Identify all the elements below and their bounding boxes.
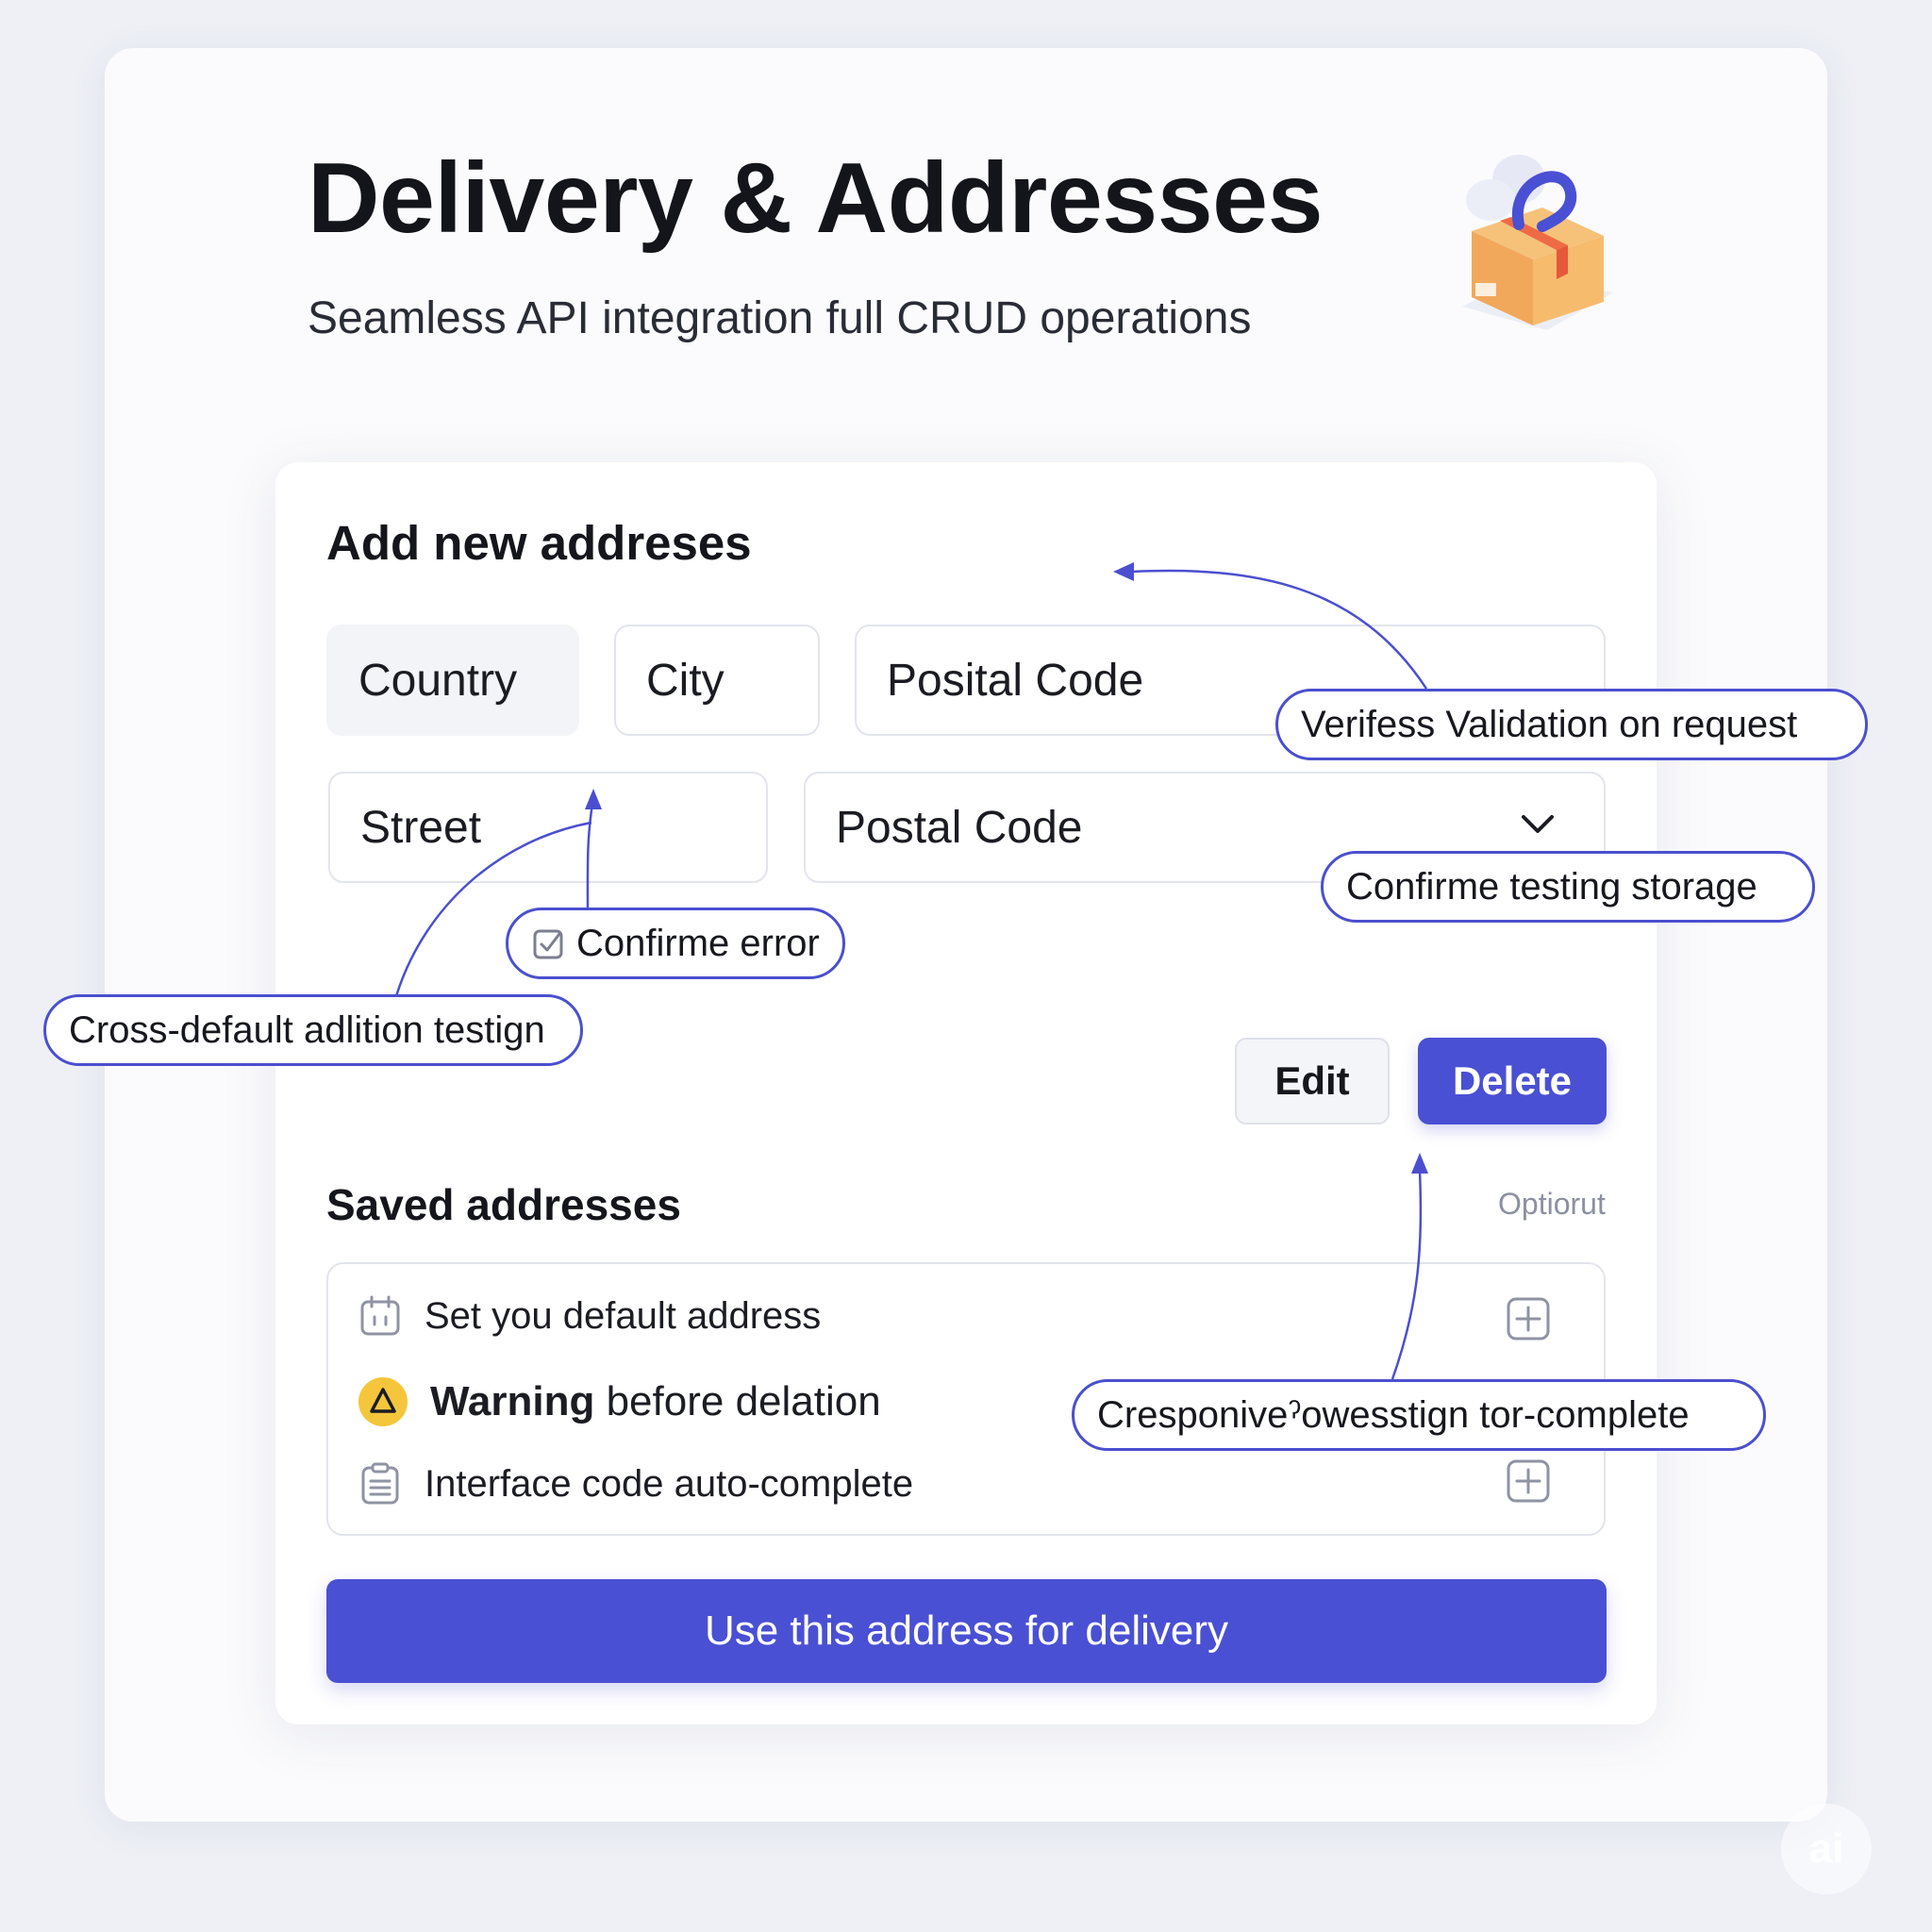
option-link[interactable]: Optiorut xyxy=(1498,1187,1606,1221)
list-item[interactable]: Interface code auto-complete xyxy=(358,1462,913,1506)
list-item[interactable]: Warning before delation xyxy=(358,1377,881,1426)
city-field-label: City xyxy=(646,655,724,706)
annotation-storage-text: Confirme testing storage xyxy=(1346,865,1757,908)
list-item-label: Interface code auto-complete xyxy=(425,1462,914,1505)
list-item-label: Set you default address xyxy=(425,1294,822,1337)
warning-icon xyxy=(358,1377,408,1426)
annotation-cross-default-text: Cross-default adlition testign xyxy=(69,1008,545,1051)
country-field-label: Country xyxy=(358,655,518,706)
chevron-down-icon xyxy=(1522,815,1554,833)
checkbox-icon xyxy=(533,929,563,959)
page-title: Delivery & Addresses xyxy=(308,142,1324,254)
postal-code-select-label: Postal Code xyxy=(836,802,1083,853)
annotation-error: Confirme error xyxy=(506,908,845,979)
calendar-icon xyxy=(360,1295,400,1336)
list-item[interactable]: Set you default address xyxy=(358,1294,821,1338)
add-icon[interactable] xyxy=(1506,1458,1551,1504)
street-field[interactable]: Street xyxy=(328,772,768,883)
delete-button[interactable]: Delete xyxy=(1418,1038,1607,1124)
country-field[interactable]: Country xyxy=(326,625,579,736)
annotation-validation-text: Verifess Validation on request xyxy=(1301,703,1798,745)
add-icon[interactable] xyxy=(1506,1296,1551,1341)
street-field-label: Street xyxy=(360,802,482,853)
watermark-text: ai xyxy=(1808,1825,1844,1872)
list-item-label: Warning before delation xyxy=(430,1378,881,1425)
add-address-heading: Add new addreses xyxy=(326,516,752,570)
annotation-storage: Confirme testing storage xyxy=(1321,851,1815,923)
annotation-validation: Verifess Validation on request xyxy=(1275,689,1868,760)
annotation-error-text: Confirme error xyxy=(576,922,820,964)
use-address-button[interactable]: Use this address for delivery xyxy=(326,1579,1607,1683)
saved-addresses-heading: Saved addresses xyxy=(326,1180,681,1229)
watermark-logo: ai xyxy=(1781,1804,1872,1894)
annotation-cross-default: Cross-default adlition testign xyxy=(43,994,583,1066)
warning-label-rest: before delation xyxy=(594,1378,881,1424)
postal-code-field-label: Posital Code xyxy=(887,655,1144,706)
warning-label: Warning xyxy=(430,1378,595,1424)
edit-button[interactable]: Edit xyxy=(1235,1038,1390,1124)
clipboard-icon xyxy=(361,1462,399,1505)
annotation-responsive-text: Cresponiveˀowesstign tor-complete xyxy=(1097,1393,1690,1436)
city-field[interactable]: City xyxy=(614,625,820,736)
package-icon xyxy=(1462,155,1613,330)
annotation-responsive: Cresponiveˀowesstign tor-complete xyxy=(1072,1379,1766,1451)
page-subtitle: Seamless API integration full CRUD opera… xyxy=(308,293,1252,343)
